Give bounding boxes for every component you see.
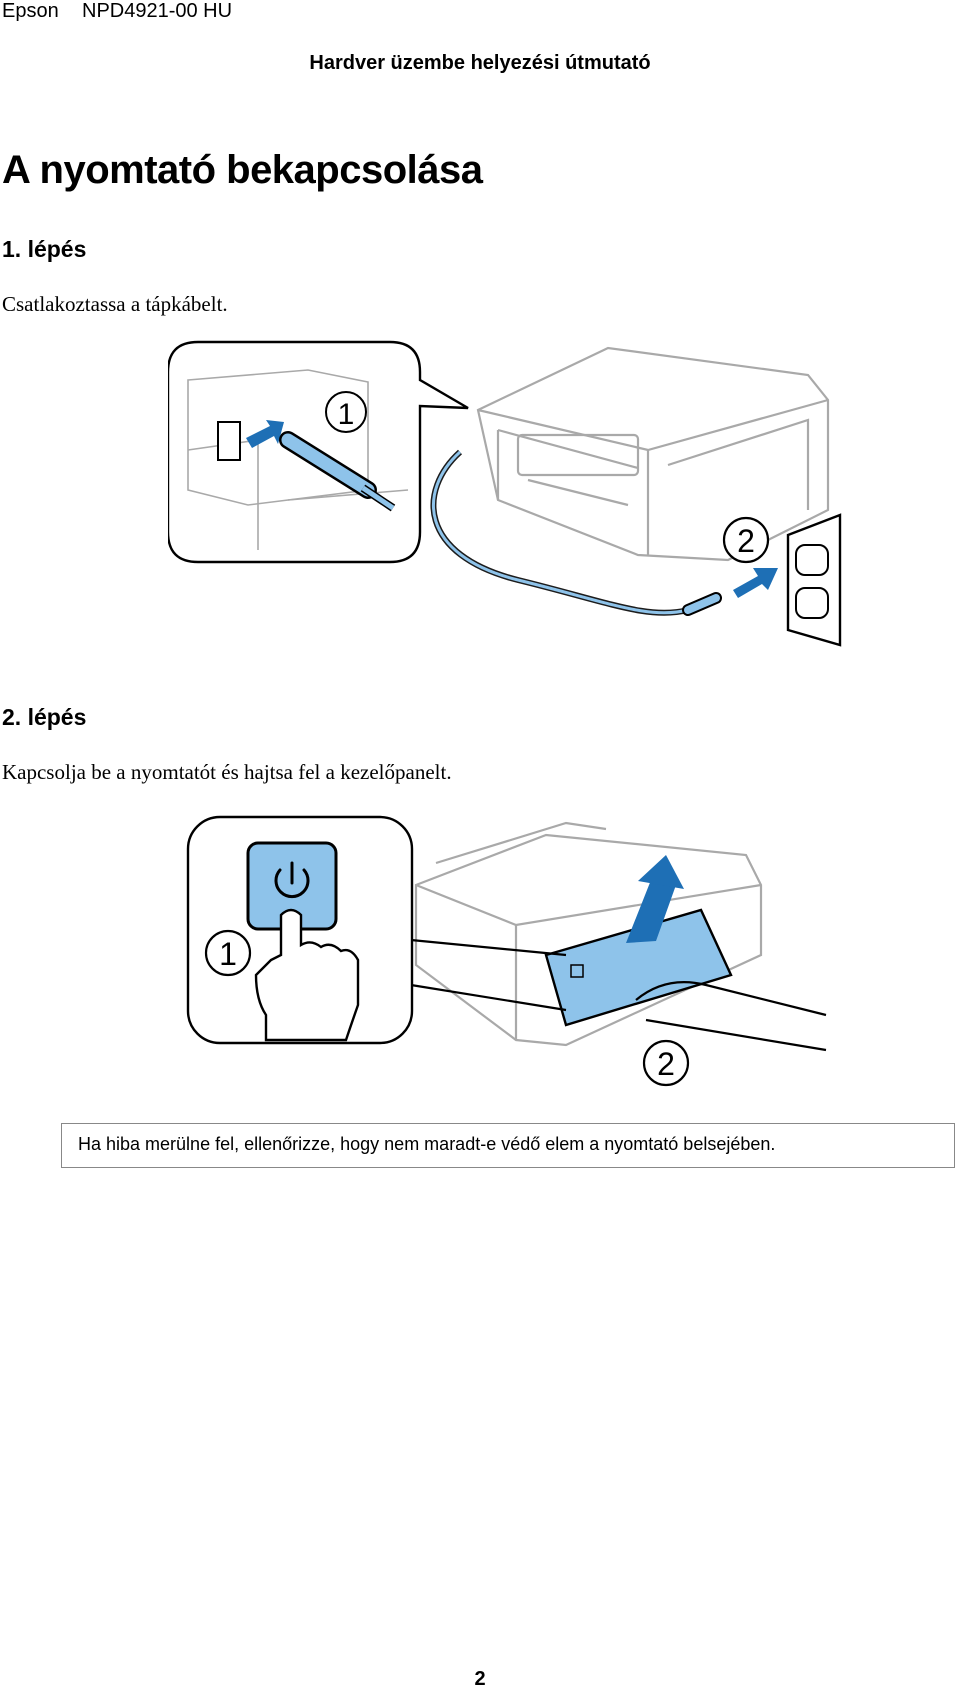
- finger: [254, 908, 360, 1042]
- zoom-bubble: 1: [168, 340, 469, 564]
- wall-outlet: [786, 513, 842, 647]
- section-heading: A nyomtató bekapcsolása: [2, 148, 483, 192]
- printer-outline: [476, 346, 830, 562]
- callout-2-label: 2: [737, 523, 755, 559]
- page-number: 2: [474, 1668, 486, 1690]
- zoom-bubble-2: 1: [186, 815, 567, 1045]
- note-box: Ha hiba merülne fel, ellenőrizze, hogy n…: [61, 1123, 955, 1168]
- power-on-illustration: 2 1: [186, 815, 827, 1087]
- callout-2: 2: [722, 516, 770, 564]
- power-cable-illustration: 2 1: [168, 340, 842, 647]
- step-1-label: 1. lépés: [2, 236, 87, 262]
- header-doc-code: NPD4921-00 HU: [82, 0, 233, 22]
- note-text: Ha hiba merülne fel, ellenőrizze, hogy n…: [78, 1134, 776, 1154]
- power-icon: [274, 861, 310, 899]
- printer-outline-2: [414, 821, 763, 1047]
- callout-1-label: 1: [338, 398, 355, 431]
- step2-callout-2-label: 2: [657, 1046, 675, 1082]
- hand: [635, 981, 827, 1052]
- document-title: Hardver üzembe helyezési útmutató: [309, 52, 651, 74]
- lift-arrow: [626, 880, 676, 943]
- step-2-text: Kapcsolja be a nyomtatót és hajtsa fel a…: [2, 760, 452, 784]
- arrow-icon: [733, 568, 778, 598]
- step-1-text: Csatlakoztassa a tápkábelt.: [2, 292, 228, 316]
- power-cable: [430, 449, 689, 616]
- header-brand: Epson: [2, 0, 59, 22]
- step-2-label: 2. lépés: [2, 704, 87, 730]
- step2-callout-2: 2: [642, 1039, 690, 1087]
- step2-callout-1-label: 1: [219, 936, 237, 972]
